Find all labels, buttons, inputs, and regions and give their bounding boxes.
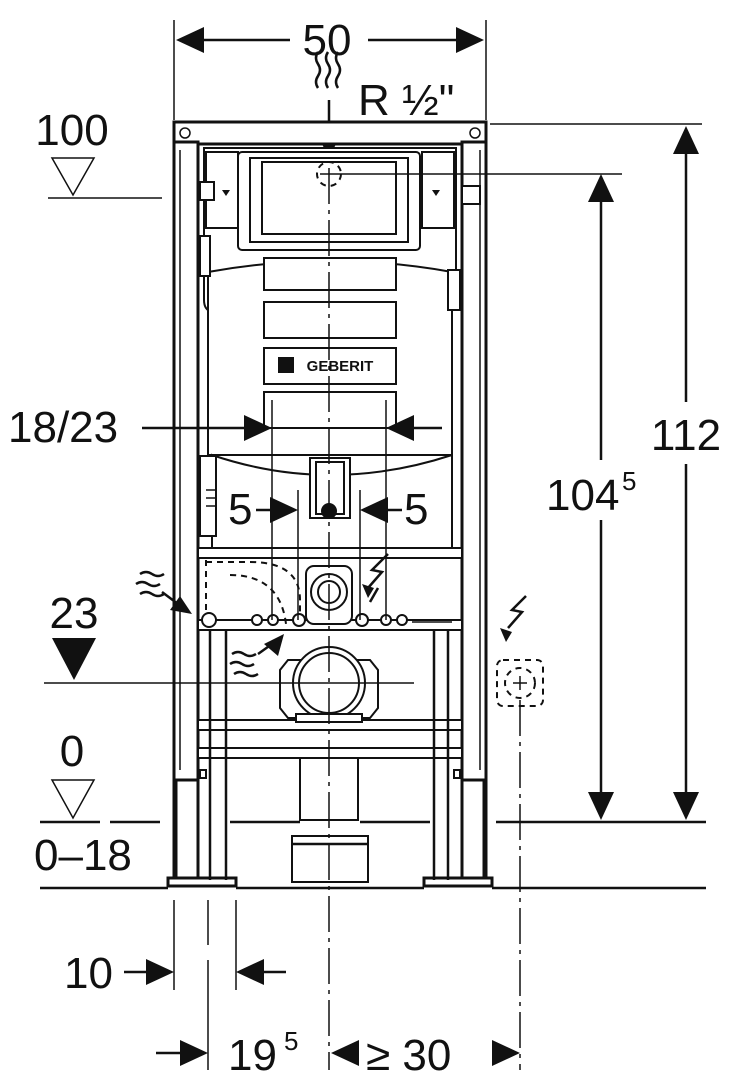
hot-air-icon-2 [229,634,284,678]
dim-104: 104 5 [546,174,636,820]
dim-5-right-label: 5 [404,485,428,534]
dim-30-label: ≥ 30 [366,1031,451,1080]
connection-panel [201,560,452,628]
cistern: GEBERIT [203,147,481,549]
installation-frame [166,120,494,888]
level-23-marker: 23 [44,589,414,684]
dim-104-label: 104 [546,471,619,520]
dim-19-sup: 5 [284,1026,298,1056]
dim-5-5: 5 5 [228,485,428,620]
dim-5-left-label: 5 [228,485,252,534]
dim-10-label: 10 [64,949,113,998]
level-100-marker: 100 [35,106,162,199]
connection-label: R ½" [358,76,454,125]
electric-socket-icon [496,595,544,1070]
width-dimension: 50 [173,16,487,120]
dim-112-label: 112 [651,411,721,460]
level-range-label: 0–18 [34,831,132,880]
level-23-label: 23 [50,589,99,638]
side-brackets [199,181,461,537]
level-0-label: 0 [60,727,84,776]
dim-112: 112 [490,123,721,820]
dim-18-23-label: 18/23 [8,403,118,452]
dim-10: 10 [64,900,286,998]
electric-icon [362,553,389,603]
hot-air-icon [135,570,192,614]
level-range-marker: 0–18 [34,831,706,890]
dim-19-30: 19 5 ≥ 30 [156,960,520,1080]
center-lines [316,161,622,1070]
dim-104-sup: 5 [622,466,636,496]
level-100-label: 100 [35,106,108,155]
drain-pipe [291,757,369,883]
level-0-marker: 0 [40,727,706,824]
dim-19-label: 19 [228,1031,277,1080]
brand-label: GEBERIT [307,358,374,375]
